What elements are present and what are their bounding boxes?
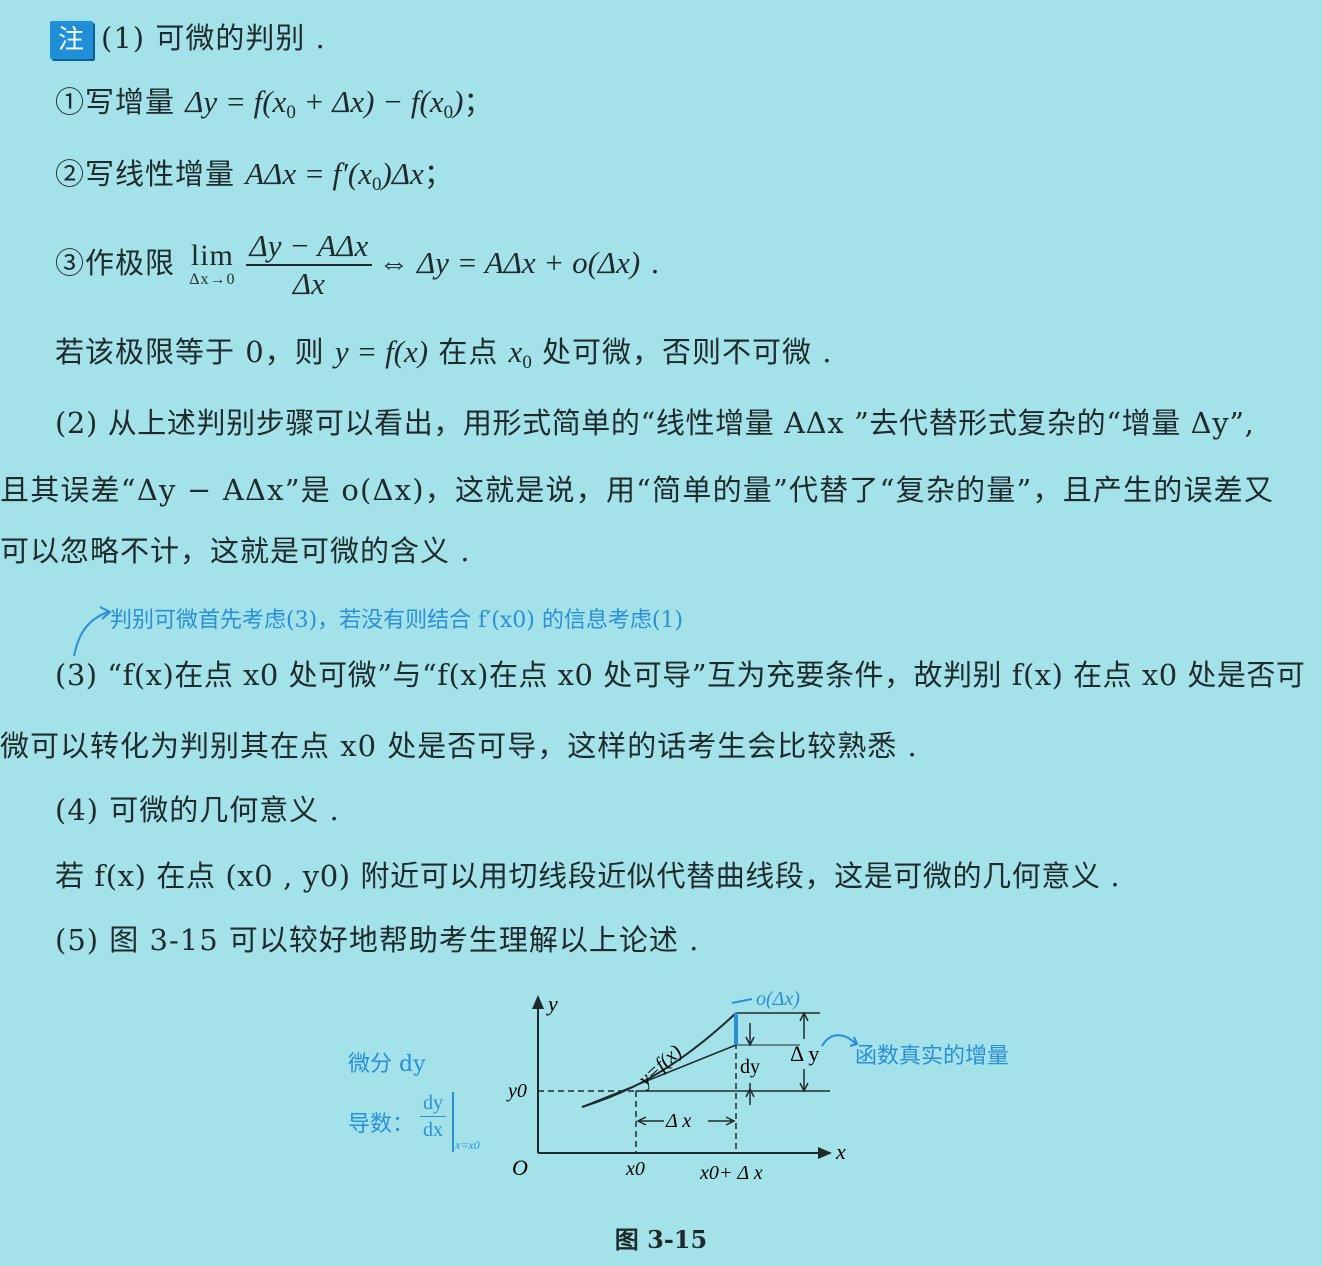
curve (581, 1012, 737, 1108)
note-badge: 注 (50, 21, 94, 59)
tangent-line (581, 1044, 737, 1108)
dy-label: dy (740, 1056, 760, 1078)
fraction-denominator: Δx (292, 266, 325, 301)
deriv-num: dy (420, 1090, 446, 1117)
fraction-numerator: Δy − AΔx (245, 228, 373, 266)
note-heading: 注(1) 可微的判别 . (50, 18, 326, 59)
conclusion-x0: x0 (508, 334, 532, 373)
conclusion: 若该极限等于 0，则 y = f(x) 在点 x0 处可微，否则不可微 . (55, 332, 832, 372)
p5: (5) 图 3-15 可以较好地帮助考生理解以上论述 . (55, 923, 700, 957)
x0-label: x0 (625, 1158, 645, 1180)
step-1: ①写增量 Δy = f(x0 + Δx) − f(x0)； (55, 82, 493, 122)
x-axis-arrow-icon (818, 1147, 832, 1159)
o-dx-arrow-icon (731, 998, 753, 1004)
note-differential: 微分 dy (348, 1052, 426, 1077)
p2-line3: 可以忽略不计，这就是可微的含义 . (0, 534, 471, 568)
figure-caption: 图 3-15 (614, 1225, 708, 1254)
x0-dx-label: x0+ Δ x (699, 1162, 763, 1184)
Dy-label: Δ y (790, 1041, 819, 1066)
y-axis-arrow-icon (532, 995, 544, 1009)
y-axis-label: y (546, 991, 558, 1016)
conclusion-b: 在点 (438, 335, 499, 369)
note-derivative: 导数： (348, 1112, 415, 1137)
y0-label: y0 (506, 1080, 527, 1102)
dx-arrow-right-icon (725, 1116, 736, 1126)
conclusion-c: 处可微，否则不可微 . (542, 335, 833, 369)
curve-label: y=f(x) (633, 1040, 687, 1091)
p3-line2: 微可以转化为判别其在点 x0 处是否可导，这样的话考生会比较熟悉 . (0, 729, 918, 763)
step-1-formula: Δy = f(x0 + Δx) − f(x0) (185, 84, 464, 123)
origin-label: O (512, 1155, 528, 1180)
limit: lim Δx→0 (189, 241, 235, 289)
dy-arrow-top-head-icon (745, 1036, 755, 1047)
step-3-end: . (640, 246, 661, 280)
conclusion-a: 若该极限等于 0，则 (55, 335, 325, 369)
step-2-end: ； (423, 157, 454, 191)
step-2: ②写线性增量 AΔx = f′(x0)Δx； (55, 154, 454, 194)
handnote-top: 判别可微首先考虑(3)，若没有则结合 f′(x0) 的信息考虑(1) (110, 608, 684, 633)
note-true-increment: 函数真实的增量 (855, 1044, 1010, 1069)
x-axis-label: x (835, 1139, 846, 1164)
true-increment-arrow-icon (821, 1034, 859, 1047)
deriv-den: dx (423, 1119, 443, 1141)
step-2-formula: AΔx = f′(x0)Δx (245, 156, 424, 195)
limit-fraction: Δy − AΔx Δx (245, 228, 373, 302)
step-3: ③作极限 lim Δx→0 Δy − AΔx Δx ⇔ Δy = AΔx + o… (55, 228, 661, 302)
p2-line1: (2) 从上述判别步骤可以看出，用形式简单的“线性增量 AΔx ”去代替形式复杂… (55, 406, 1255, 440)
dx-label-bg (664, 1109, 708, 1131)
derivative-fraction: dy dx (420, 1090, 446, 1143)
dx-arrow-left-icon (636, 1116, 647, 1126)
p1-title: (1) 可微的判别 . (101, 21, 326, 55)
p4-title: (4) 可微的几何意义 . (55, 793, 340, 827)
p3-line1: (3) “f(x)在点 x0 处可微”与“f(x)在点 x0 处可导”互为充要条… (55, 658, 1306, 692)
step-3-rhs: ⇔ Δy = AΔx + o(Δx) (378, 245, 641, 280)
p4-line: 若 f(x) 在点 (x0 , y0) 附近可以用切线段近似代替曲线段，这是可微… (55, 859, 1121, 893)
dx-label: Δ x (665, 1110, 691, 1132)
Dy-arrow-top-head-icon (799, 1011, 809, 1022)
step-1-label: ①写增量 (55, 85, 176, 119)
p2-line2: 且其误差“Δy − AΔx”是 o(Δx)，这就是说，用“简单的量”代替了“复杂… (0, 473, 1275, 507)
deriv-sub: x=x0 (455, 1138, 480, 1152)
conclusion-formula: y = f(x) (334, 334, 429, 369)
hand-arrow-icon (73, 606, 112, 657)
limit-subscript: Δx→0 (189, 271, 236, 288)
figure-3-15: y x O o(Δx) dy Δ y Δ x y0 x0 x0+ Δ x y=f… (506, 988, 846, 1184)
eval-bar (452, 1092, 454, 1152)
limit-word: lim (190, 239, 234, 272)
step-3-label: ③作极限 (55, 246, 176, 280)
o-dx-label: o(Δx) (756, 988, 800, 1010)
step-1-end: ； (463, 85, 494, 119)
step-2-label: ②写线性增量 (55, 157, 236, 191)
Dy-arrow-bottom-head-icon (799, 1082, 809, 1093)
dy-arrow-bottom-head-icon (745, 1087, 755, 1098)
